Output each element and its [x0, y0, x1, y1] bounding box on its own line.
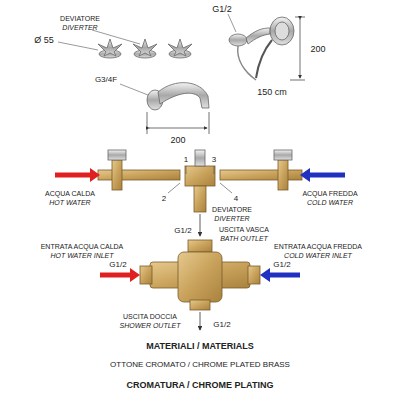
thread-size: G1/2: [212, 5, 232, 14]
note: OTTONE CROMATO / CHROME PLATED BRASS: [110, 361, 290, 369]
hot-arrow: [55, 173, 92, 178]
leader-line: [92, 30, 140, 44]
thread-size: G1/2: [273, 261, 290, 269]
port-name: HOT WATER INLET: [50, 252, 113, 259]
part-name: DIVERTER: [62, 24, 97, 31]
valve-body: [140, 240, 260, 310]
port-name: COLD WATER INLET: [284, 252, 352, 259]
port-name: SHOWER OUTLET: [119, 322, 180, 329]
leader-line: [58, 42, 98, 50]
callout-number: 3: [212, 156, 216, 164]
cross-handles: [98, 39, 192, 58]
part-name: DEVIATORE: [60, 15, 100, 22]
dimension: 200: [310, 45, 325, 54]
dimension: Ø 55: [34, 36, 54, 45]
part-name: DIVERTER: [214, 215, 249, 222]
cold-arrow: [260, 268, 270, 282]
port-name: ENTRATA ACQUA FREDDA: [274, 243, 362, 250]
cold-arrow: [300, 168, 310, 182]
port-name: USCITA DOCCIA: [123, 313, 177, 320]
port-name: BATH OUTLET: [220, 235, 268, 242]
port-name: USCITA VASCA: [219, 226, 269, 233]
part-name: DEVIATORE: [212, 206, 252, 213]
heading: MATERIALI / MATERIALS: [146, 342, 254, 351]
thread-size: G3/4F: [95, 76, 117, 84]
thread-size: G1/2: [174, 227, 191, 235]
cold-arrow: [308, 173, 345, 178]
port-name: HOT WATER: [49, 199, 90, 206]
thread-size: G1/2: [213, 321, 230, 329]
heading: CROMATURA / CHROME PLATING: [127, 381, 274, 390]
leader-line: [120, 84, 148, 95]
port-leaders: [168, 166, 232, 193]
valve-row: [98, 150, 302, 212]
dimension-line: [290, 17, 305, 80]
hot-arrow: [90, 168, 100, 182]
port-name: ACQUA FREDDA: [302, 190, 357, 197]
port-name: COLD WATER: [307, 199, 353, 206]
dimension-line: [147, 112, 209, 134]
leader-line: [228, 14, 236, 32]
hot-arrow: [130, 268, 140, 282]
dimension: 200: [170, 136, 185, 145]
callout-number: 2: [162, 195, 166, 203]
hot-arrow: [100, 273, 132, 278]
thread-size: G1/2: [109, 261, 126, 269]
bath-spout: [147, 83, 209, 110]
hand-shower: [229, 17, 294, 80]
cold-arrow: [268, 273, 300, 278]
outlet-arrow: [200, 214, 201, 236]
outlet-arrow: [200, 312, 201, 330]
dimension: 150 cm: [257, 88, 287, 97]
port-name: ENTRATA ACQUA CALDA: [41, 243, 124, 250]
callout-number: 4: [234, 195, 238, 203]
callout-number: 1: [184, 156, 188, 164]
port-name: ACQUA CALDA: [45, 190, 95, 197]
